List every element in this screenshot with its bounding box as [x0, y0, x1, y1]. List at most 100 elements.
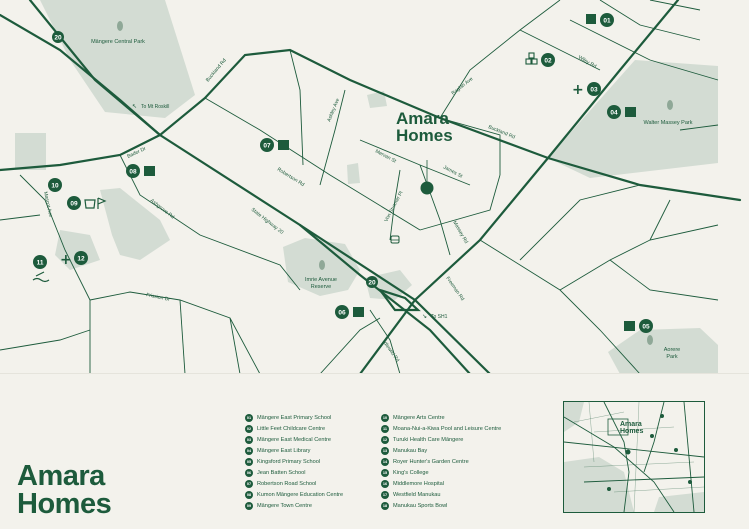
minor-road [649, 199, 671, 241]
marker-12[interactable]: + 12 [60, 251, 88, 268]
legend-label: Māngere Town Centre [257, 502, 312, 509]
svg-text:20: 20 [54, 34, 62, 41]
place-label-imrie-avenue-reserve: Imrie Avenue [305, 277, 337, 283]
inset-highlight-box [607, 418, 629, 436]
road-label-massey-rd: Massey Rd [451, 220, 469, 245]
inset-locator-map[interactable]: Amara Homes [563, 401, 705, 513]
legend-label: Turuki Health Care Māngere [393, 436, 464, 443]
legend-number-badge: 15 [381, 468, 389, 477]
legend-label: Māngere East Medical Centre [257, 436, 331, 443]
legend-label: Westfield Manukau [393, 491, 441, 498]
road-label-mascot-ave: Mascot Ave [42, 191, 53, 218]
minor-road [0, 214, 41, 221]
legend-label: King's College [393, 469, 429, 476]
brand-logo: Amara Homes [17, 460, 112, 519]
road-label-ashley-ave: Ashley Ave [326, 97, 341, 122]
major-roads [0, 0, 742, 374]
legend-label: Kumon Māngere Education Centre [257, 491, 344, 498]
marker-06[interactable]: 06 [335, 305, 364, 319]
road-label-wiley-rd: Wiley Rd [577, 55, 598, 70]
legend-label: Manukau Bay [393, 447, 428, 454]
book-icon [625, 107, 636, 117]
shopping-bag-icon [84, 199, 96, 209]
route-shield: 20 [52, 31, 64, 43]
minor-road [229, 317, 241, 374]
legend-number-badge: 05 [245, 457, 253, 466]
inset-label: Amara [620, 421, 642, 428]
marker-10[interactable]: 10 [48, 178, 62, 192]
marker-02[interactable]: 02 [525, 52, 555, 67]
svg-text:11: 11 [37, 259, 44, 266]
svg-text:10: 10 [51, 182, 59, 189]
bader-dr [0, 133, 162, 172]
svg-text:↖: ↖ [132, 104, 137, 110]
minor-road [419, 174, 501, 231]
svg-text:To SH1: To SH1 [431, 314, 448, 320]
minor-road [19, 174, 91, 374]
legend-label: Middlemore Hospital [393, 480, 444, 487]
marker-09[interactable]: 09 [67, 196, 107, 210]
brand-name-line1: Amara [17, 460, 105, 492]
amara-homes-location[interactable] [420, 160, 434, 195]
legend-label: Moana-Nui-a-Kiwa Pool and Leisure Centre [393, 425, 502, 432]
marker-01[interactable]: 01 [586, 13, 614, 27]
road-label-freeman-rd: Freeman Rd [444, 276, 465, 302]
medical-plus-icon: + [60, 252, 72, 268]
place-label-aorere-park: Aorere [664, 347, 681, 353]
school-block-area [367, 91, 387, 108]
state-highway-20-ramp [298, 223, 472, 374]
minor-road [569, 19, 719, 81]
inset-label: Homes [620, 428, 643, 435]
legend-number-badge: 09 [245, 501, 253, 510]
minor-road [319, 89, 346, 186]
marker-03[interactable]: + 03 [572, 82, 601, 98]
inset-water-area [564, 402, 584, 432]
medical-plus-icon: + [572, 82, 584, 98]
legend-label: Jean Batten School [257, 469, 306, 476]
green-strip-area [365, 270, 412, 300]
place-label-aorere-park: Park [666, 354, 678, 360]
svg-text:03: 03 [590, 86, 598, 93]
park-areas [15, 0, 718, 374]
svg-text:To Mt Roskill: To Mt Roskill [141, 104, 169, 110]
swimming-icon [32, 271, 50, 283]
inset-development-dot [625, 449, 631, 455]
aorere-park-area [608, 328, 718, 374]
highway-interchange [377, 287, 421, 312]
svg-text:04: 04 [610, 109, 618, 116]
neighbourhood-map[interactable]: 20 20 Buckland Rd Buckland Rd Bader Dr R… [0, 0, 749, 374]
walter-massey-park-area [548, 60, 718, 178]
park-tree-icon [117, 21, 673, 345]
road-label-von-sturmer-pl: Von Sturmer Pl [383, 190, 404, 223]
development-label: Amara [396, 109, 449, 128]
legend-label: Māngere Arts Centre [393, 414, 445, 421]
place-label-imrie-avenue-reserve: Reserve [311, 284, 331, 290]
legend-number-badge: 07 [245, 479, 253, 488]
legend-number-badge: 02 [245, 424, 253, 433]
marker-11[interactable]: 11 [32, 255, 50, 283]
inset-water-area [654, 492, 704, 512]
route-shield: 20 [366, 276, 378, 288]
marker-05[interactable]: 05 [624, 319, 653, 333]
minor-road [519, 184, 641, 261]
school-block-area [347, 163, 360, 184]
legend-number-badge: 14 [381, 457, 389, 466]
svg-text:02: 02 [544, 57, 552, 64]
minor-road [119, 154, 301, 291]
legend-number-badge: 04 [245, 446, 253, 455]
marker-07[interactable]: 07 [260, 138, 289, 152]
marker-04[interactable]: 04 [607, 105, 636, 119]
direction-to-mt-roskill: ↖ To Mt Roskill [132, 104, 169, 110]
direction-to-sh1: ↘ To SH1 [422, 314, 448, 320]
legend-label: Māngere East Primary School [257, 414, 332, 421]
marker-08[interactable]: 08 [126, 164, 155, 178]
school-block-area [15, 133, 46, 170]
corridor-green-area [55, 230, 100, 270]
inset-water-area [564, 457, 634, 512]
